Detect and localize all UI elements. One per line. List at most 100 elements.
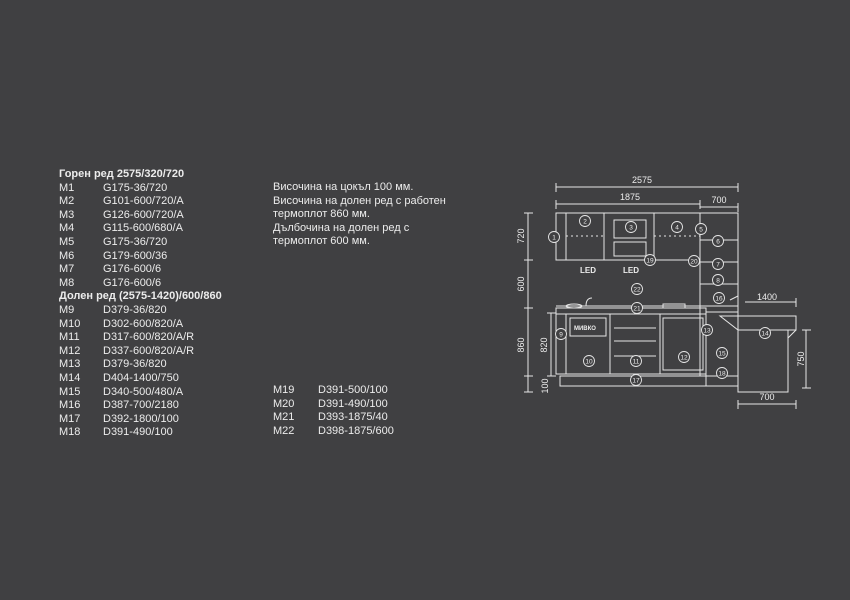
item-marker: 5 [695, 223, 707, 235]
dim-upper-width: 1875 [620, 192, 640, 202]
item-code: M4 [59, 222, 75, 235]
item-part: D379-36/820 [103, 358, 167, 371]
item-part: D379-36/820 [103, 303, 167, 316]
item-marker-number: 9 [559, 331, 563, 338]
item-marker: 4 [671, 221, 683, 233]
item-code: M17 [59, 412, 81, 425]
item-code: M13 [59, 358, 81, 371]
item-marker-number: 16 [715, 295, 723, 302]
spec-row: M7 G176-600/6 [59, 263, 222, 277]
item-marker: 16 [713, 292, 725, 304]
item-part: D340-500/480/A [103, 385, 184, 398]
item-code: M16 [59, 399, 81, 412]
item-marker: 17 [630, 374, 642, 386]
item-part: G175-36/720 [103, 235, 168, 248]
item-code: M15 [59, 385, 81, 398]
item-marker: 22 [631, 283, 643, 295]
item-code: M5 [59, 235, 75, 248]
item-marker-number: 6 [716, 238, 720, 245]
item-marker-number: 15 [718, 350, 726, 357]
item-code: M10 [59, 317, 81, 330]
item-marker-number: 14 [761, 330, 769, 337]
item-marker: 3 [625, 221, 637, 233]
item-code: M8 [59, 276, 75, 289]
item-marker: 18 [716, 367, 728, 379]
item-part: D391-490/100 [318, 397, 388, 410]
item-part: D392-1800/100 [103, 412, 179, 425]
led-label-right: LED [623, 266, 639, 275]
item-part: D302-600/820/A [103, 317, 184, 330]
note-plinth: Височина на цокъл 100 мм. [273, 181, 414, 193]
spec-row: M12 D337-600/820/A/R [59, 345, 222, 359]
item-code: M14 [59, 371, 81, 384]
item-part: G179-600/36 [103, 249, 168, 262]
item-marker-number: 3 [629, 224, 633, 231]
dim-gap: 600 [516, 276, 526, 291]
item-marker: 19 [644, 254, 656, 266]
dim-tall-width: 700 [711, 195, 726, 205]
spec-row: M5 G175-36/720 [59, 236, 222, 250]
item-code: M1 [59, 181, 75, 194]
dim-corner-height: 750 [796, 351, 806, 366]
dim-corner: 1400 [757, 292, 777, 302]
item-part: G176-600/6 [103, 263, 162, 276]
item-marker-number: 20 [690, 258, 698, 265]
item-code: M18 [59, 426, 81, 439]
item-marker: 2 [579, 215, 591, 227]
dim-lower-height: 860 [516, 337, 526, 352]
dim-door-height: 820 [539, 337, 549, 352]
item-code: M3 [59, 208, 75, 221]
note-height-1: Височина на долен ред с работен [273, 194, 446, 207]
item-code: M20 [273, 397, 295, 410]
spec-row: M8 G176-600/6 [59, 277, 222, 291]
item-marker-number: 7 [716, 261, 720, 268]
spec-row: M17 D392-1800/100 [59, 413, 222, 427]
dimension-notes: Височина на цокъл 100 мм. Височина на до… [273, 181, 493, 249]
item-marker: 7 [712, 258, 724, 270]
item-marker: 8 [712, 274, 724, 286]
item-part: D317-600/820/A/R [103, 331, 195, 344]
item-marker: 12 [678, 351, 690, 363]
spec-row: M1 G175-36/720 [59, 182, 222, 196]
item-part: D337-600/820/A/R [103, 344, 195, 357]
spec-row: M3 G126-600/720/A [59, 209, 222, 223]
item-marker-number: 17 [632, 377, 640, 384]
spec-row: M16 D387-700/2180 [59, 399, 222, 413]
item-part: G126-600/720/A [103, 208, 184, 221]
item-code: M7 [59, 263, 75, 276]
spec-row: M11 D317-600/820/A/R [59, 331, 222, 345]
item-part: G176-600/6 [103, 276, 162, 289]
item-code: M12 [59, 344, 81, 357]
item-marker: 14 [759, 327, 771, 339]
item-marker-number: 13 [703, 327, 711, 334]
item-marker-number: 21 [633, 305, 641, 312]
item-part: D391-500/100 [318, 384, 388, 396]
item-part: G175-36/720 [103, 181, 168, 194]
dim-upper-height: 720 [516, 228, 526, 243]
item-marker: 11 [630, 355, 642, 367]
item-marker-number: 8 [716, 277, 720, 284]
item-marker-number: 22 [633, 286, 641, 293]
led-label-left: LED [580, 266, 596, 275]
item-marker-number: 11 [633, 358, 640, 365]
item-marker-number: 4 [675, 224, 679, 231]
upper-row-heading: Горен ред 2575/320/720 [59, 168, 185, 180]
item-part: D387-700/2180 [103, 399, 179, 412]
item-code: M11 [59, 331, 80, 344]
item-part: D393-1875/40 [318, 411, 388, 424]
item-marker-number: 12 [680, 354, 688, 361]
item-marker-number: 5 [699, 226, 703, 233]
item-code: M19 [273, 384, 295, 396]
item-marker-number: 2 [583, 218, 587, 225]
item-marker: 1 [548, 231, 560, 243]
item-marker: 21 [631, 302, 643, 314]
spec-row: M15 D340-500/480/A [59, 386, 222, 400]
item-marker: 13 [701, 324, 713, 336]
